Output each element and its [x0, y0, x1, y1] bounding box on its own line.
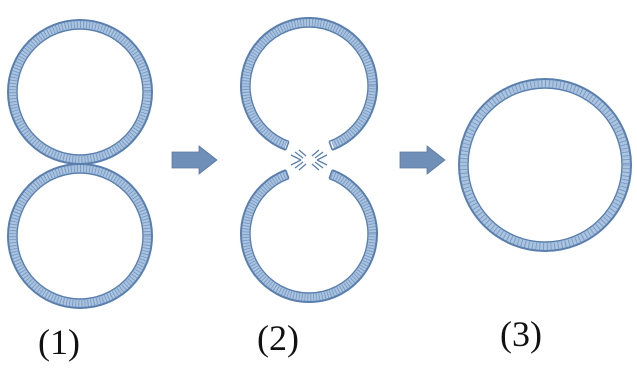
arrow-1-icon [171, 145, 218, 175]
arrow-2-icon [399, 145, 446, 175]
fusion-pore [290, 149, 328, 171]
stage-2-vesicles [240, 17, 378, 303]
vesicle-bottom-stage-1 [7, 163, 153, 309]
stage-label-1: (1) [38, 322, 80, 362]
vesicle-top-stage-2 [240, 17, 378, 151]
vesicle-fused-stage-3 [458, 78, 632, 252]
stage-label-2: (2) [257, 318, 299, 358]
stage-3-vesicle [458, 78, 632, 252]
vesicle-bottom-stage-2 [240, 169, 378, 303]
vesicle-top-stage-1 [7, 19, 153, 165]
stage-1-vesicles [7, 19, 153, 309]
stage-label-3: (3) [500, 314, 542, 354]
